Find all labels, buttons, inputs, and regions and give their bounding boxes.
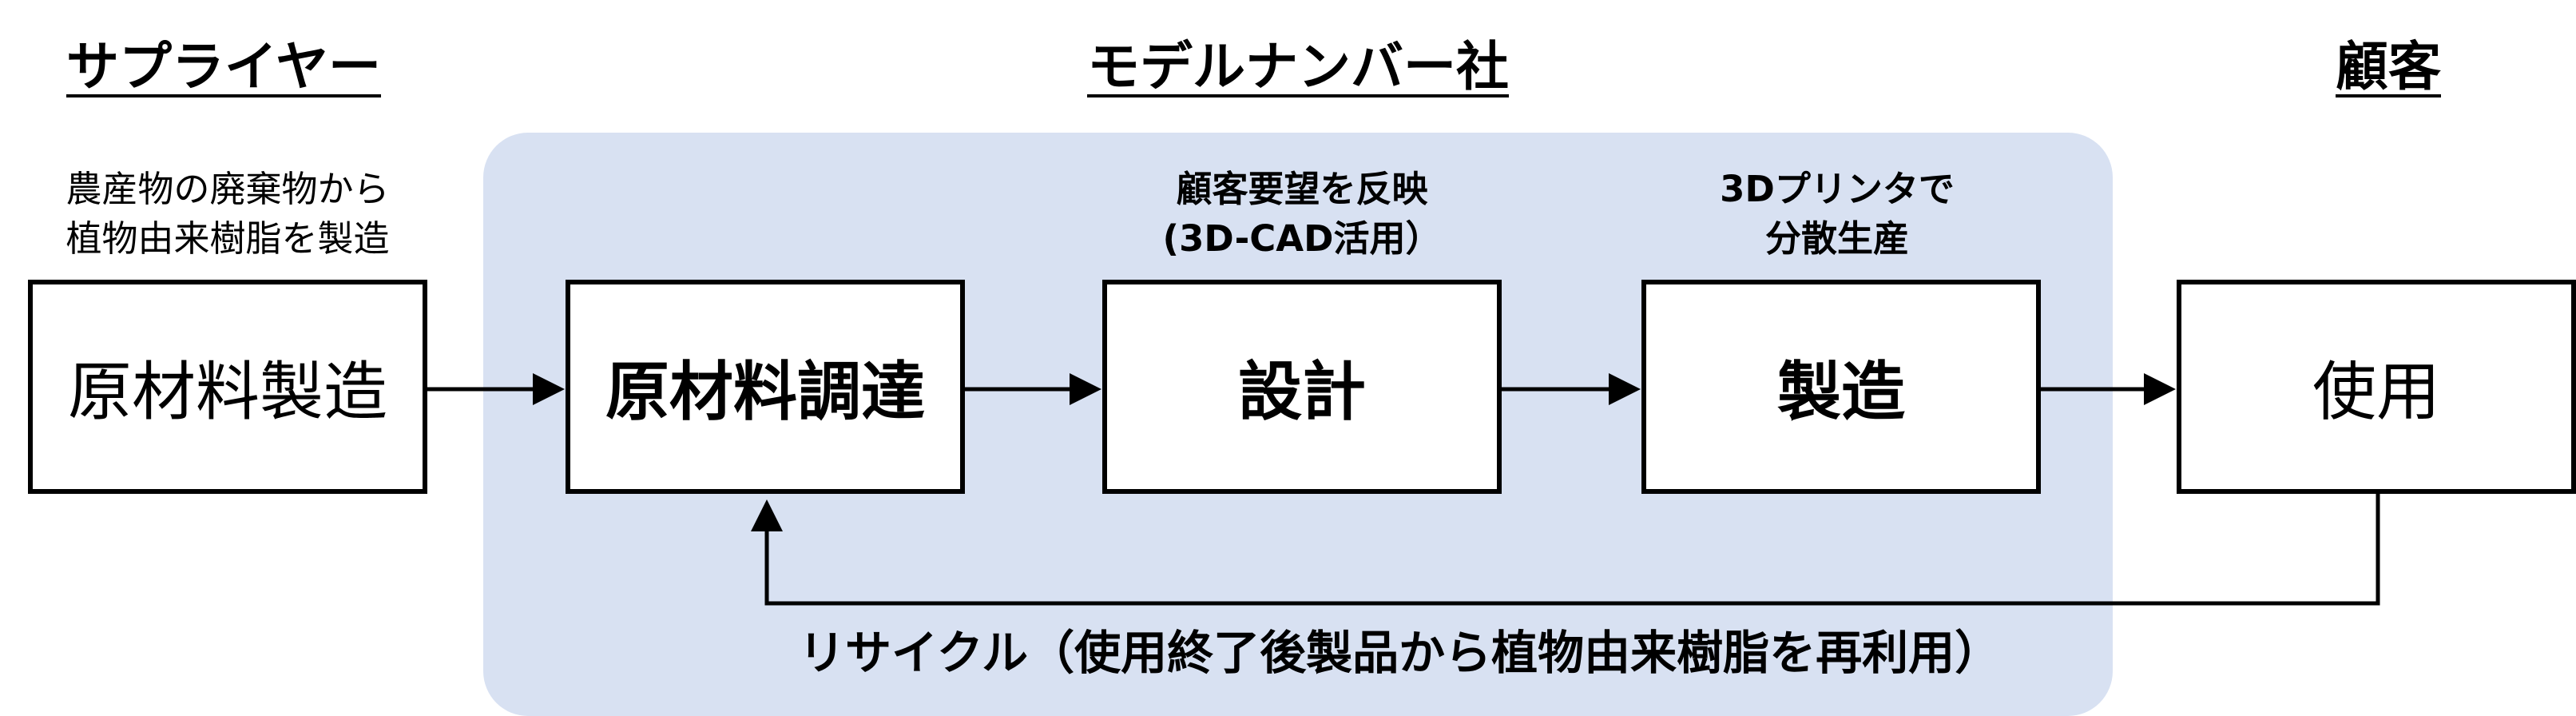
use-label: 使用	[2312, 355, 2440, 429]
manufacturing-box: 製造	[1641, 280, 2041, 494]
manufacture-note-line1: 3Dプリンタで	[1720, 168, 1955, 210]
customer-heading: 顧客	[2336, 36, 2441, 97]
supplier-note-line2: 植物由来樹脂を製造	[65, 217, 390, 260]
raw-material-production-box: 原材料製造	[28, 280, 427, 494]
design-note-line2: (3D-CAD活用）	[1162, 217, 1442, 260]
design-box: 設計	[1102, 280, 1502, 494]
manufacture-note-line2: 分散生産	[1764, 217, 1909, 260]
use-box: 使用	[2177, 280, 2576, 494]
recycle-arrow	[751, 494, 2380, 606]
supplier-note-line1: 農産物の廃棄物から	[65, 168, 390, 210]
supplier-heading: サプライヤー	[65, 36, 382, 97]
supplier-note: 農産物の廃棄物から 植物由来樹脂を製造	[24, 165, 431, 264]
company-heading: モデルナンバー社	[1087, 36, 1509, 97]
procurement-label: 原材料調達	[605, 355, 925, 429]
recycle-label: リサイクル（使用終了後製品から植物由来樹脂を再利用）	[799, 626, 2002, 680]
design-note: 顧客要望を反映 (3D-CAD活用）	[1102, 165, 1502, 264]
manufacturing-label: 製造	[1777, 355, 1905, 429]
raw-material-production-label: 原材料製造	[68, 355, 387, 429]
procurement-box: 原材料調達	[566, 280, 965, 494]
design-label: 設計	[1238, 355, 1366, 429]
manufacture-note: 3Dプリンタで 分散生産	[1645, 165, 2029, 264]
design-note-line1: 顧客要望を反映	[1176, 168, 1428, 210]
